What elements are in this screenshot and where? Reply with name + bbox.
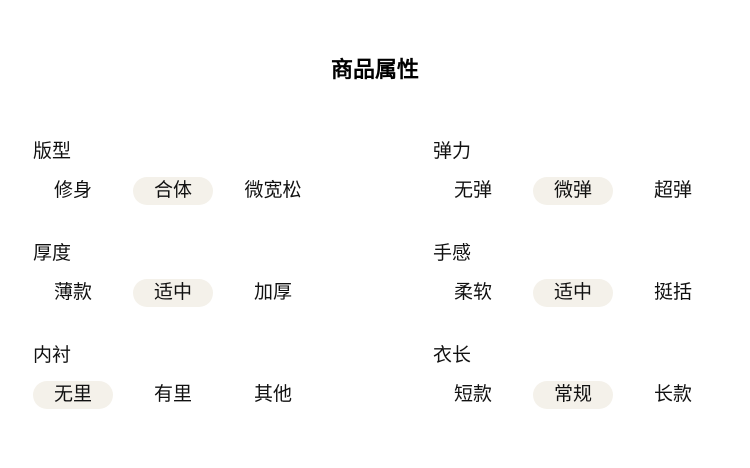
attribute-group-lining: 内衬 无里 有里 其他	[33, 345, 433, 409]
attribute-option-pill[interactable]: 有里	[133, 381, 213, 409]
page-title: 商品属性	[330, 57, 419, 82]
attribute-option-pill[interactable]: 无弹	[433, 177, 513, 205]
attribute-options: 修身 合体 微宽松	[33, 177, 433, 205]
attribute-option-pill[interactable]: 短款	[433, 381, 513, 409]
attribute-group-thickness: 厚度 薄款 适中 加厚	[33, 243, 433, 307]
attribute-group-elasticity: 弹力 无弹 微弹 超弹	[433, 141, 750, 205]
attribute-groups: 版型 修身 合体 微宽松 弹力 无弹 微弹 超弹 厚度 薄款 适中 加厚	[33, 141, 750, 409]
attribute-option-pill[interactable]: 合体	[133, 177, 213, 205]
attribute-option-pill[interactable]: 无里	[33, 381, 113, 409]
attribute-group-label: 版型	[33, 141, 72, 162]
attribute-option-pill[interactable]: 其他	[233, 381, 313, 409]
attribute-option-pill[interactable]: 加厚	[233, 279, 313, 307]
attribute-option-pill[interactable]: 常规	[533, 381, 613, 409]
attribute-group-label: 手感	[433, 243, 472, 264]
attribute-option-pill[interactable]: 长款	[633, 381, 713, 409]
attribute-option-pill[interactable]: 微弹	[533, 177, 613, 205]
attribute-option-pill[interactable]: 适中	[533, 279, 613, 307]
attribute-option-pill[interactable]: 适中	[133, 279, 213, 307]
attribute-options: 柔软 适中 挺括	[433, 279, 750, 307]
attribute-group-fit: 版型 修身 合体 微宽松	[33, 141, 433, 205]
attribute-option-pill[interactable]: 微宽松	[233, 177, 313, 205]
attribute-group-feel: 手感 柔软 适中 挺括	[433, 243, 750, 307]
attribute-options: 短款 常规 长款	[433, 381, 750, 409]
attribute-group-label: 衣长	[433, 345, 472, 366]
attribute-options: 薄款 适中 加厚	[33, 279, 433, 307]
attribute-option-pill[interactable]: 薄款	[33, 279, 113, 307]
attribute-options: 无弹 微弹 超弹	[433, 177, 750, 205]
attribute-option-pill[interactable]: 修身	[33, 177, 113, 205]
attribute-options: 无里 有里 其他	[33, 381, 433, 409]
attribute-group-label: 弹力	[433, 141, 472, 162]
attribute-group-label: 内衬	[33, 345, 72, 366]
attribute-option-pill[interactable]: 挺括	[633, 279, 713, 307]
attribute-group-length: 衣长 短款 常规 长款	[433, 345, 750, 409]
attribute-option-pill[interactable]: 柔软	[433, 279, 513, 307]
attribute-option-pill[interactable]: 超弹	[633, 177, 713, 205]
attribute-group-label: 厚度	[33, 243, 72, 264]
